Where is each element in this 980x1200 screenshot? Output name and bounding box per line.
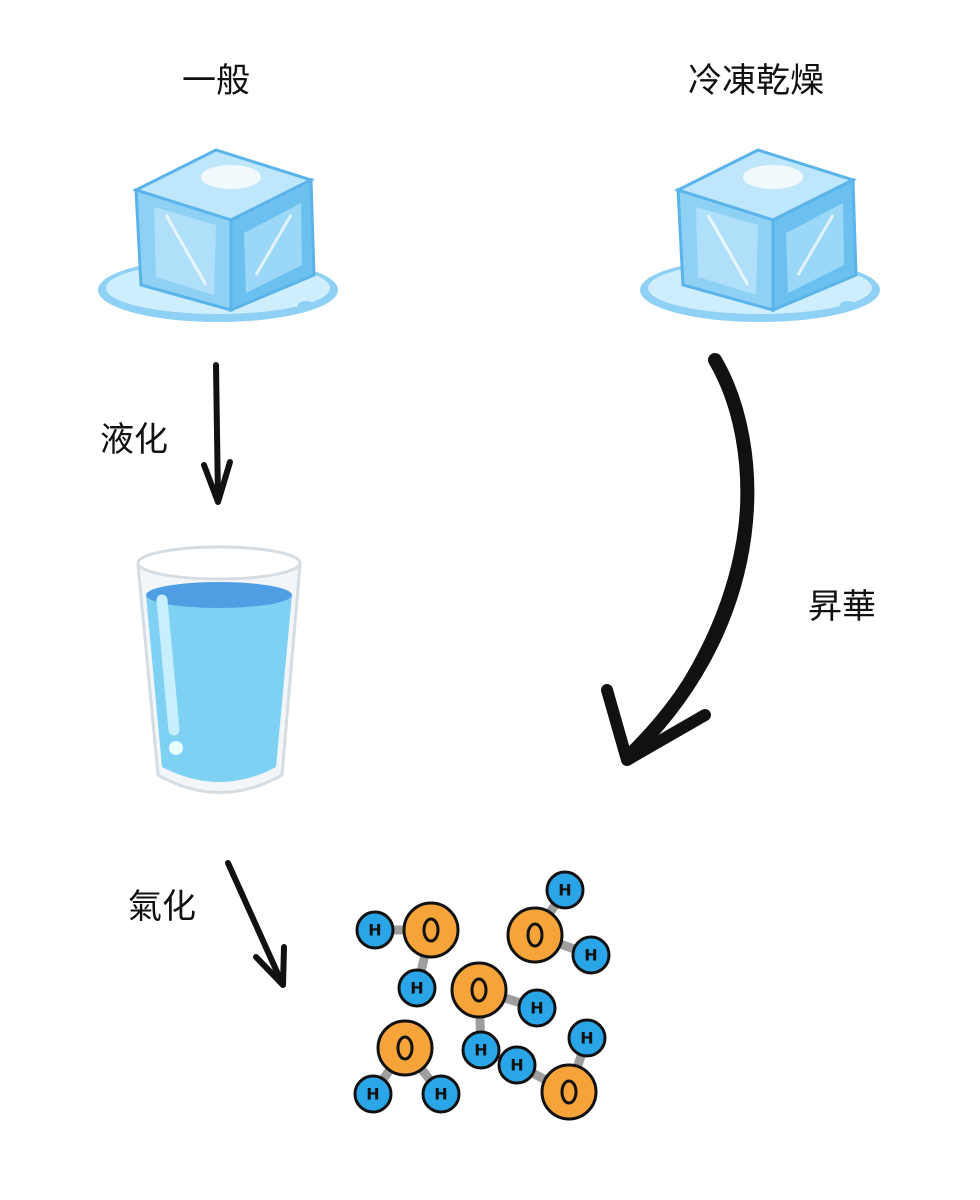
water-glass [130,535,310,805]
hydrogen-label: H [368,921,381,940]
ice-cube-normal [96,145,346,335]
hydrogen-label: H [530,999,543,1018]
vaporization-label: 氣化 [128,887,196,927]
hydrogen-label: H [434,1085,447,1104]
liquefaction-arrow [196,360,246,510]
hydrogen-label: H [410,979,423,998]
liquefaction-label: 液化 [100,420,168,460]
sublimation-label: 昇華 [808,587,876,627]
normal-title: 一般 [182,61,250,101]
hydrogen-label: H [584,946,597,965]
hydrogen-label: H [474,1041,487,1060]
freeze-dry-title: 冷凍乾燥 [688,61,824,101]
ice-cube-freeze-dry [638,145,888,335]
water-molecules: H H H H H H H H H H [345,860,625,1130]
hydrogen-label: H [510,1056,523,1075]
hydrogen-label: H [580,1029,593,1048]
hydrogen-label: H [558,881,571,900]
sublimation-arrow [595,353,775,775]
hydrogen-label: H [366,1085,379,1104]
vaporization-arrow [218,855,298,995]
